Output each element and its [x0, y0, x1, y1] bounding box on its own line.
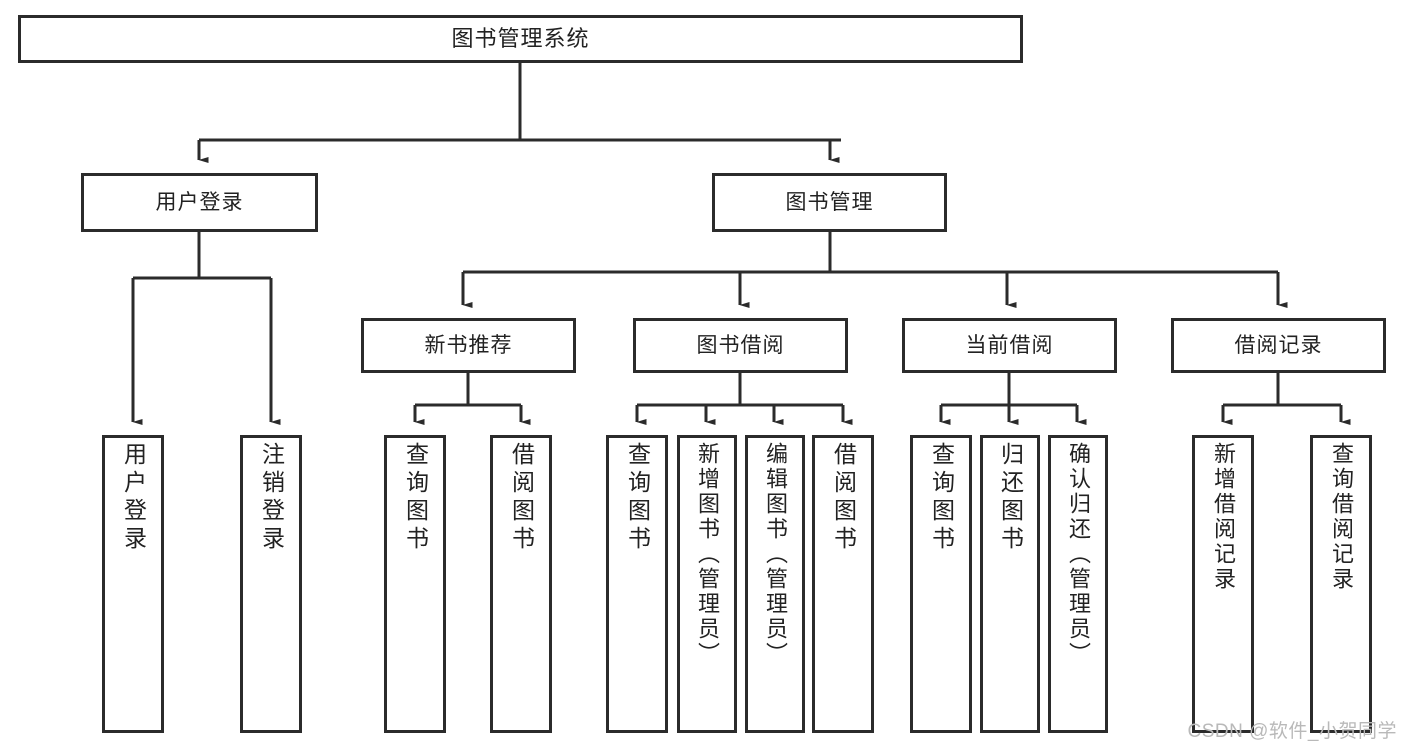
node-user-login-label: 用户登录 — [155, 190, 244, 214]
node-book-manage[interactable]: 图书管理 — [712, 173, 947, 232]
node-leaf-query-book-1-label: 查询图书 — [402, 442, 429, 554]
node-leaf-confirm-return[interactable]: 确认归还（管理员） — [1048, 435, 1108, 733]
node-borrow-record[interactable]: 借阅记录 — [1171, 318, 1386, 373]
node-leaf-user-login-label: 用户登录 — [120, 442, 147, 554]
node-leaf-borrow-book-1[interactable]: 借阅图书 — [490, 435, 552, 733]
node-book-manage-label: 图书管理 — [785, 190, 874, 214]
node-leaf-query-book-1[interactable]: 查询图书 — [384, 435, 446, 733]
node-leaf-edit-book-label: 编辑图书（管理员） — [763, 442, 788, 667]
node-leaf-add-book-label: 新增图书（管理员） — [695, 442, 720, 667]
node-leaf-add-record[interactable]: 新增借阅记录 — [1192, 435, 1254, 733]
node-leaf-query-book-2-label: 查询图书 — [624, 442, 651, 554]
node-book-borrow[interactable]: 图书借阅 — [633, 318, 848, 373]
node-book-borrow-label: 图书借阅 — [696, 333, 785, 357]
node-borrow-record-label: 借阅记录 — [1234, 333, 1323, 357]
node-new-book-rec-label: 新书推荐 — [424, 333, 513, 357]
node-leaf-borrow-book-2-label: 借阅图书 — [830, 442, 857, 554]
node-leaf-query-book-3-label: 查询图书 — [928, 442, 955, 554]
node-leaf-borrow-book-1-label: 借阅图书 — [508, 442, 535, 554]
node-leaf-query-record[interactable]: 查询借阅记录 — [1310, 435, 1372, 733]
node-leaf-borrow-book-2[interactable]: 借阅图书 — [812, 435, 874, 733]
node-leaf-return-book-label: 归还图书 — [997, 442, 1024, 554]
watermark-text: CSDN @软件_小贺同学 — [1187, 721, 1397, 742]
node-leaf-query-book-2[interactable]: 查询图书 — [606, 435, 668, 733]
node-leaf-query-record-label: 查询借阅记录 — [1329, 442, 1354, 592]
node-leaf-edit-book[interactable]: 编辑图书（管理员） — [745, 435, 805, 733]
node-leaf-logout-label: 注销登录 — [258, 442, 285, 554]
node-leaf-user-login[interactable]: 用户登录 — [102, 435, 164, 733]
node-root[interactable]: 图书管理系统 — [18, 15, 1023, 63]
node-leaf-logout[interactable]: 注销登录 — [240, 435, 302, 733]
node-current-borrow[interactable]: 当前借阅 — [902, 318, 1117, 373]
node-leaf-add-book[interactable]: 新增图书（管理员） — [677, 435, 737, 733]
node-leaf-return-book[interactable]: 归还图书 — [980, 435, 1040, 733]
node-current-borrow-label: 当前借阅 — [965, 333, 1054, 357]
node-new-book-rec[interactable]: 新书推荐 — [361, 318, 576, 373]
node-user-login[interactable]: 用户登录 — [81, 173, 318, 232]
node-leaf-query-book-3[interactable]: 查询图书 — [910, 435, 972, 733]
node-leaf-confirm-return-label: 确认归还（管理员） — [1066, 442, 1091, 667]
node-leaf-add-record-label: 新增借阅记录 — [1211, 442, 1236, 592]
node-root-label: 图书管理系统 — [451, 25, 590, 51]
